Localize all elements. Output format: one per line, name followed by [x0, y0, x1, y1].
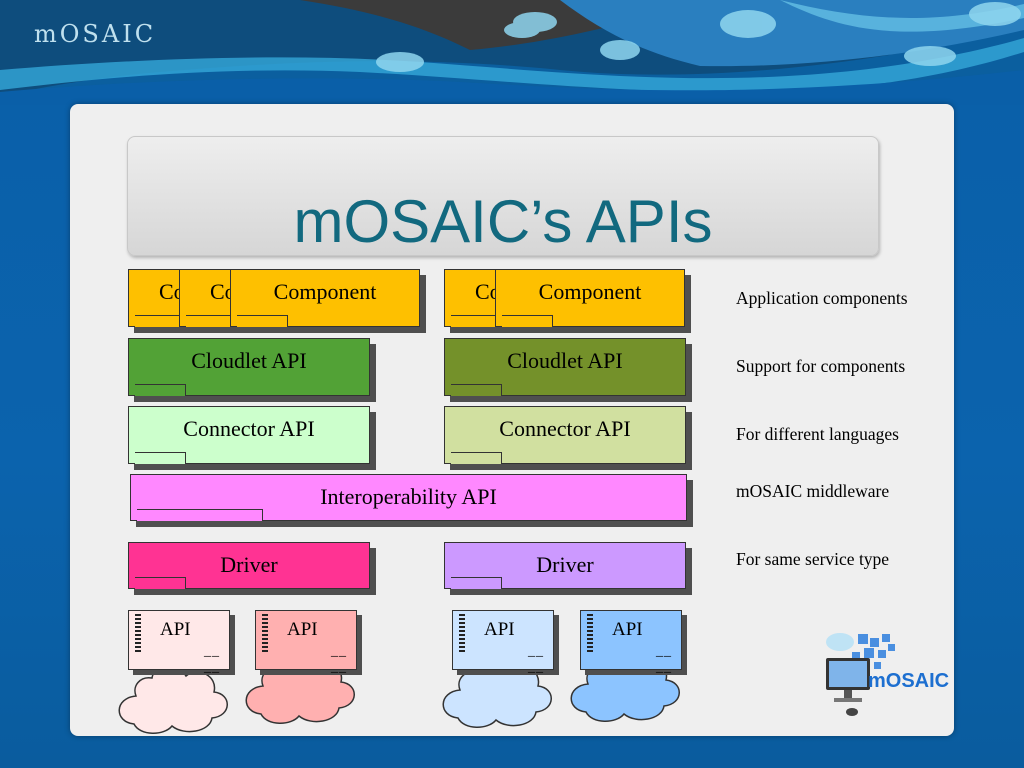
row-label-components: Application components [736, 288, 908, 308]
row-label-support: Support for components [736, 356, 906, 376]
logo-icon [826, 633, 895, 716]
header-banner: mOSAIC [0, 0, 1024, 105]
cloudlet-api-box: Cloudlet API [128, 338, 370, 396]
component-box: Component [495, 269, 685, 327]
api-dash: __ __ [528, 644, 544, 675]
api-label: API [160, 619, 191, 640]
driver-label: Driver [220, 552, 278, 577]
cloud-api-card: API __ __ [442, 610, 554, 728]
connector-api-box: Connector API [128, 406, 370, 464]
connector-api-box: Connector API [444, 406, 686, 464]
component-box: Component [230, 269, 420, 327]
cloudlet-api-label: Cloudlet API [507, 348, 623, 373]
connector-api-label: Connector API [499, 416, 631, 441]
cloudlet-api-label: Cloudlet API [191, 348, 307, 373]
interoperability-api-label: Interoperability API [320, 484, 497, 509]
cloud-api-card: API __ __ [570, 610, 682, 722]
cloud-api-card: API __ __ [118, 610, 230, 734]
cloud-api-card: API __ __ [245, 610, 357, 724]
api-label: API [612, 619, 643, 640]
driver-box: Driver [444, 542, 686, 589]
swoosh-background [0, 0, 1024, 105]
interoperability-api-box: Interoperability API [130, 474, 687, 521]
slide-title: mOSAIC’s APIs [293, 188, 713, 255]
api-dash: __ __ [204, 644, 220, 675]
component-label: Component [538, 279, 642, 304]
api-dash: __ __ [656, 644, 672, 675]
logo-text: mOSAIC [868, 670, 950, 692]
cloud-icon [118, 665, 228, 734]
connector-api-label: Connector API [183, 416, 315, 441]
row-label-middleware: mOSAIC middleware [736, 481, 890, 501]
cloudlet-api-box: Cloudlet API [444, 338, 686, 396]
row-label-service-type: For same service type [736, 549, 890, 569]
driver-box: Driver [128, 542, 370, 589]
component-label: Component [273, 279, 377, 304]
api-dash: __ __ [331, 644, 347, 675]
driver-label: Driver [536, 552, 594, 577]
api-label: API [484, 619, 515, 640]
title-box: mOSAIC’s APIs [127, 136, 879, 256]
row-label-languages: For different languages [736, 424, 899, 444]
api-label: API [287, 619, 318, 640]
mosaic-logo: mOSAIC [818, 628, 950, 720]
header-brand: mOSAIC [34, 20, 157, 48]
